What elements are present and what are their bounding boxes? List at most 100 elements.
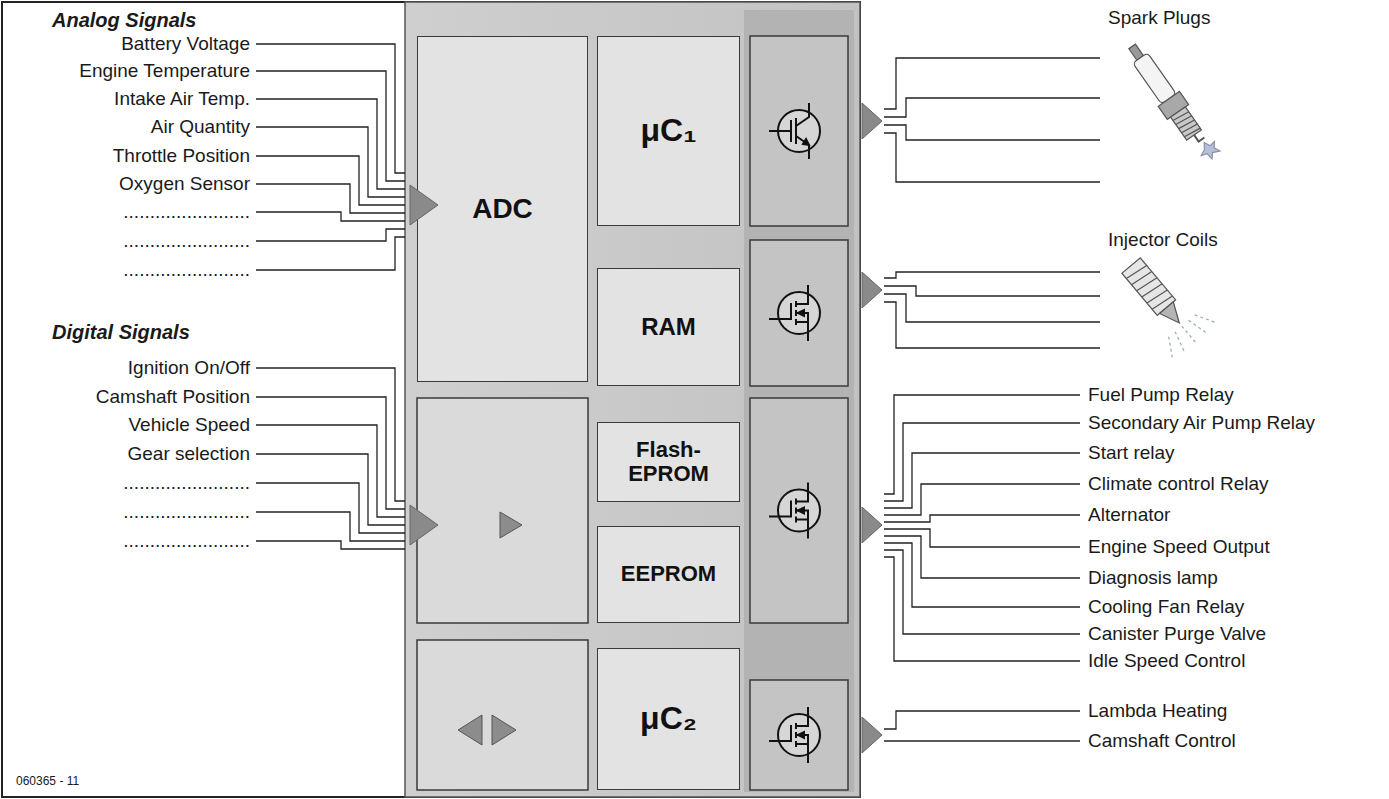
- coil-stroke: [1137, 275, 1157, 293]
- input-signal-name: ........................: [123, 202, 250, 223]
- body-arrow: [798, 732, 804, 738]
- driver-block: [750, 36, 848, 226]
- signal-wire: [256, 156, 405, 205]
- interface-block: [417, 640, 588, 790]
- output-name: Spark Plugs: [1108, 8, 1210, 29]
- signal-wire: [884, 286, 1100, 296]
- signal-wire: [884, 536, 1080, 578]
- emitter-arrow: [803, 139, 809, 145]
- chip-name: EEPROM: [621, 562, 716, 586]
- signal-wire: [256, 229, 405, 241]
- output-name: Secondary Air Pump Relay: [1088, 413, 1315, 434]
- output-name: Start relay: [1088, 443, 1175, 464]
- input-signal-name: ........................: [123, 531, 250, 552]
- signal-wire: [884, 550, 1080, 634]
- input-signal-name: Camshaft Position: [96, 387, 250, 408]
- chip-block: EEPROM: [597, 526, 740, 623]
- thread-stroke: [1176, 114, 1192, 126]
- chip-name: ADC: [472, 194, 533, 225]
- signal-wire: [256, 368, 405, 501]
- signal-wire: [884, 484, 1080, 515]
- chip-block: μC₂: [597, 648, 740, 790]
- plug-electrode: [1194, 131, 1204, 142]
- thread-stroke: [1179, 118, 1195, 130]
- thread-stroke: [1173, 110, 1189, 122]
- spray-stroke: [1170, 332, 1190, 354]
- interface-block: [417, 398, 588, 623]
- signal-wire: [884, 294, 1100, 322]
- emitter: [796, 136, 809, 159]
- drain-source: [796, 483, 808, 539]
- signal-wire: [884, 515, 1080, 522]
- body-arrow: [798, 310, 804, 316]
- chip-block: Flash-EPROM: [597, 422, 740, 502]
- output-triangle: [862, 717, 882, 753]
- gate-lead: [769, 501, 791, 517]
- output-name: Canister Purge Valve: [1088, 624, 1266, 645]
- input-signal-name: ........................: [123, 260, 250, 281]
- input-signal-name: Oxygen Sensor: [119, 174, 250, 195]
- output-name: Climate control Relay: [1088, 474, 1269, 495]
- signal-wire: [256, 99, 405, 189]
- input-signal-name: Gear selection: [127, 444, 250, 465]
- input-arrow: [500, 512, 522, 538]
- chip-block: μC₁: [597, 36, 740, 226]
- spark-star: [1196, 137, 1222, 163]
- body-arrow: [798, 508, 804, 514]
- signal-wire: [884, 557, 1080, 661]
- output-name: Lambda Heating: [1088, 701, 1227, 722]
- transistor-circle: [778, 292, 820, 334]
- output-name: Idle Speed Control: [1088, 651, 1245, 672]
- drain-source: [796, 285, 808, 341]
- signal-wire: [256, 212, 405, 221]
- spray-stroke: [1159, 337, 1182, 361]
- gate-lead: [769, 120, 791, 142]
- signal-wire: [884, 453, 1080, 508]
- signal-wire: [884, 58, 1100, 109]
- input-signal-name: Intake Air Temp.: [114, 89, 250, 110]
- output-name: Camshaft Control: [1088, 731, 1236, 752]
- signal-wire: [884, 423, 1080, 501]
- chip-name: Flash-EPROM: [609, 438, 728, 486]
- chip-block: RAM: [597, 268, 740, 386]
- input-signal-name: Ignition On/Off: [128, 358, 250, 379]
- signal-wire: [256, 512, 405, 541]
- spray-stroke: [1189, 316, 1209, 338]
- input-signal-name: Engine Temperature: [79, 61, 250, 82]
- output-name: Cooling Fan Relay: [1088, 597, 1244, 618]
- outer-frame: [2, 2, 860, 797]
- injector-icon: [1109, 247, 1220, 363]
- input-triangle: [410, 505, 438, 545]
- chip-name: μC₂: [640, 701, 697, 736]
- output-triangle: [862, 507, 882, 543]
- signal-wire: [256, 397, 405, 509]
- igbt-symbol: [769, 103, 820, 159]
- drain-source: [796, 707, 808, 763]
- mosfet-symbol: [769, 483, 820, 539]
- bidirectional-arrow: [458, 715, 516, 745]
- converter-block: ADC: [417, 36, 588, 382]
- spark-plug-icon: [1121, 39, 1221, 167]
- group-heading: Analog Signals: [52, 9, 196, 31]
- signal-wire: [884, 395, 1080, 494]
- signal-wire: [884, 133, 1100, 182]
- signal-wire: [256, 184, 405, 213]
- signal-wire: [884, 711, 1080, 729]
- output-name: Diagnosis lamp: [1088, 568, 1218, 589]
- driver-column: [744, 10, 854, 792]
- signal-wire: [256, 425, 405, 517]
- plug-thread: [1171, 107, 1202, 140]
- mosfet-symbol: [769, 285, 820, 341]
- signal-wire: [256, 71, 405, 181]
- spray-stroke: [1182, 326, 1197, 344]
- output-name: Injector Coils: [1108, 230, 1218, 251]
- signal-wire: [884, 272, 1100, 278]
- gate-lead: [769, 725, 791, 741]
- driver-block: [750, 240, 848, 386]
- input-signal-name: Vehicle Speed: [129, 415, 251, 436]
- mosfet-symbol: [769, 707, 820, 763]
- transistor-circle: [778, 490, 820, 532]
- output-name: Alternator: [1088, 505, 1170, 526]
- thread-stroke: [1182, 122, 1198, 134]
